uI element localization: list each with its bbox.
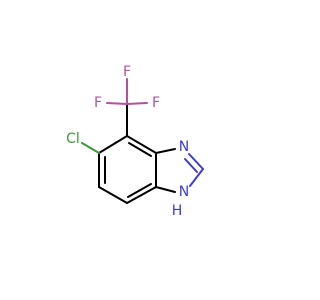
bond-c5-cl bbox=[81, 142, 100, 154]
atom-n-upper: N bbox=[179, 139, 189, 155]
atom-n-lower: N bbox=[179, 184, 189, 200]
bond-n1-c7a bbox=[155, 186, 176, 193]
bond-c7-c6 bbox=[98, 186, 128, 204]
atom-f-right: F bbox=[152, 95, 160, 111]
bond-c2-n1 bbox=[189, 168, 204, 187]
bond-c5-c4 bbox=[98, 135, 128, 154]
atom-h-lower: H bbox=[172, 203, 183, 219]
bond-cf3-f-left bbox=[106, 102, 128, 105]
bond-c7a-c7 bbox=[126, 186, 157, 204]
atom-cl: Cl bbox=[66, 131, 80, 147]
bond-c7a-c7-inner bbox=[127, 183, 152, 198]
bond-c4-c3a-inner bbox=[128, 142, 152, 157]
bond-n3-c2 bbox=[188, 153, 204, 170]
bond-c4-c3a bbox=[126, 135, 157, 154]
bond-c3a-n3 bbox=[155, 148, 176, 154]
bond-cf3-f-right bbox=[126, 102, 148, 105]
atom-f-left: F bbox=[94, 95, 102, 111]
molecule-structure: F F F Cl N N H bbox=[66, 64, 204, 219]
bond-n3-c2-inner bbox=[184, 158, 198, 173]
atom-f-top: F bbox=[123, 64, 131, 80]
